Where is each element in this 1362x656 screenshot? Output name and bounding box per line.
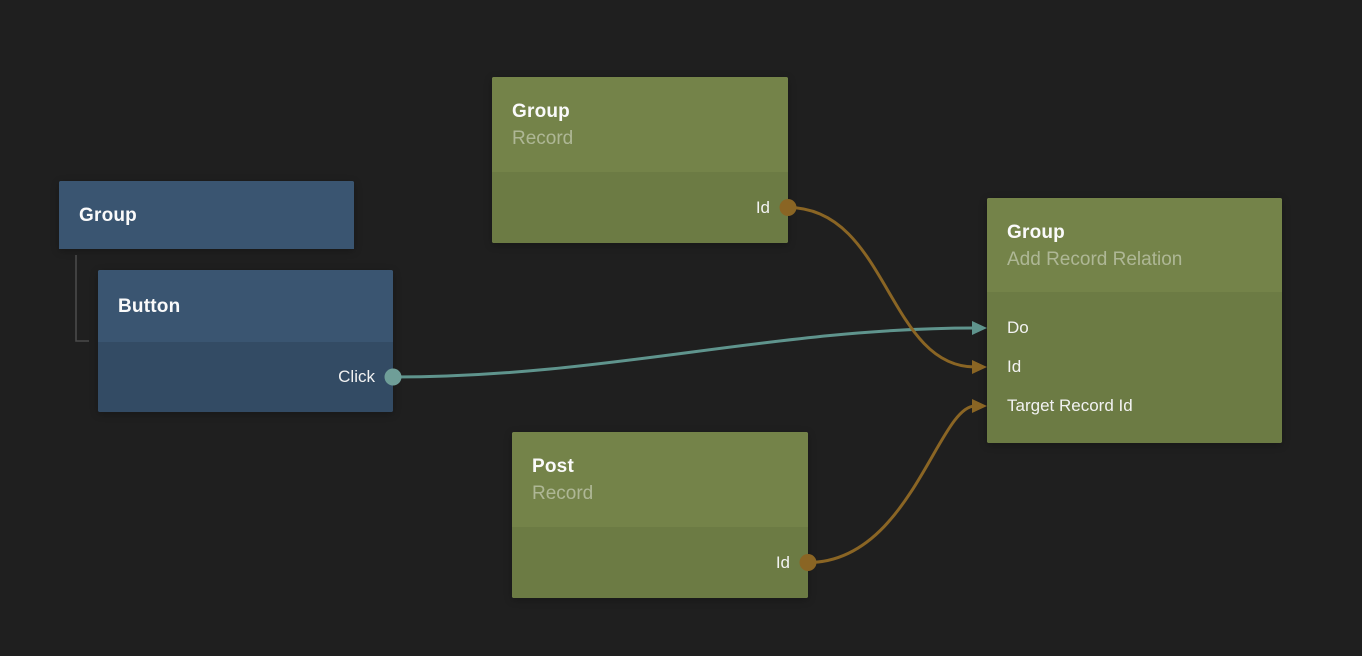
connection-arrow-icon (972, 360, 987, 374)
node-body (987, 292, 1282, 443)
connection-arrow-icon (972, 399, 987, 413)
node-title: Button (118, 295, 181, 317)
node-group-1[interactable]: Group (59, 181, 354, 249)
node-subtitle: Add Record Relation (1007, 248, 1183, 270)
output-port-click[interactable]: Click (338, 367, 375, 386)
output-port-id[interactable]: Id (775, 552, 790, 572)
output-port-id[interactable]: Id (755, 197, 770, 217)
connection-wire[interactable] (807, 404, 976, 564)
node-body (512, 527, 808, 598)
input-port-do[interactable]: Do (1007, 318, 1029, 337)
node-body (98, 342, 393, 412)
connection-wire[interactable] (787, 206, 976, 369)
node-title: Group (79, 204, 137, 226)
hierarchy-edge (75, 255, 89, 342)
node-header[interactable]: Button (98, 270, 393, 342)
input-port-id[interactable]: Id (1007, 357, 1022, 376)
node-body (492, 172, 788, 243)
connection-wire[interactable] (392, 326, 976, 379)
node-header[interactable]: Group (59, 181, 354, 249)
node-title: Group (512, 101, 570, 122)
node-title: Post (532, 456, 574, 477)
node-subtitle: Record (512, 128, 574, 149)
node-title: Group (1007, 221, 1065, 243)
input-port-target-record-id[interactable]: Target Record Id (1007, 396, 1133, 415)
connection-arrow-icon (972, 321, 987, 335)
node-subtitle: Record (532, 483, 594, 504)
